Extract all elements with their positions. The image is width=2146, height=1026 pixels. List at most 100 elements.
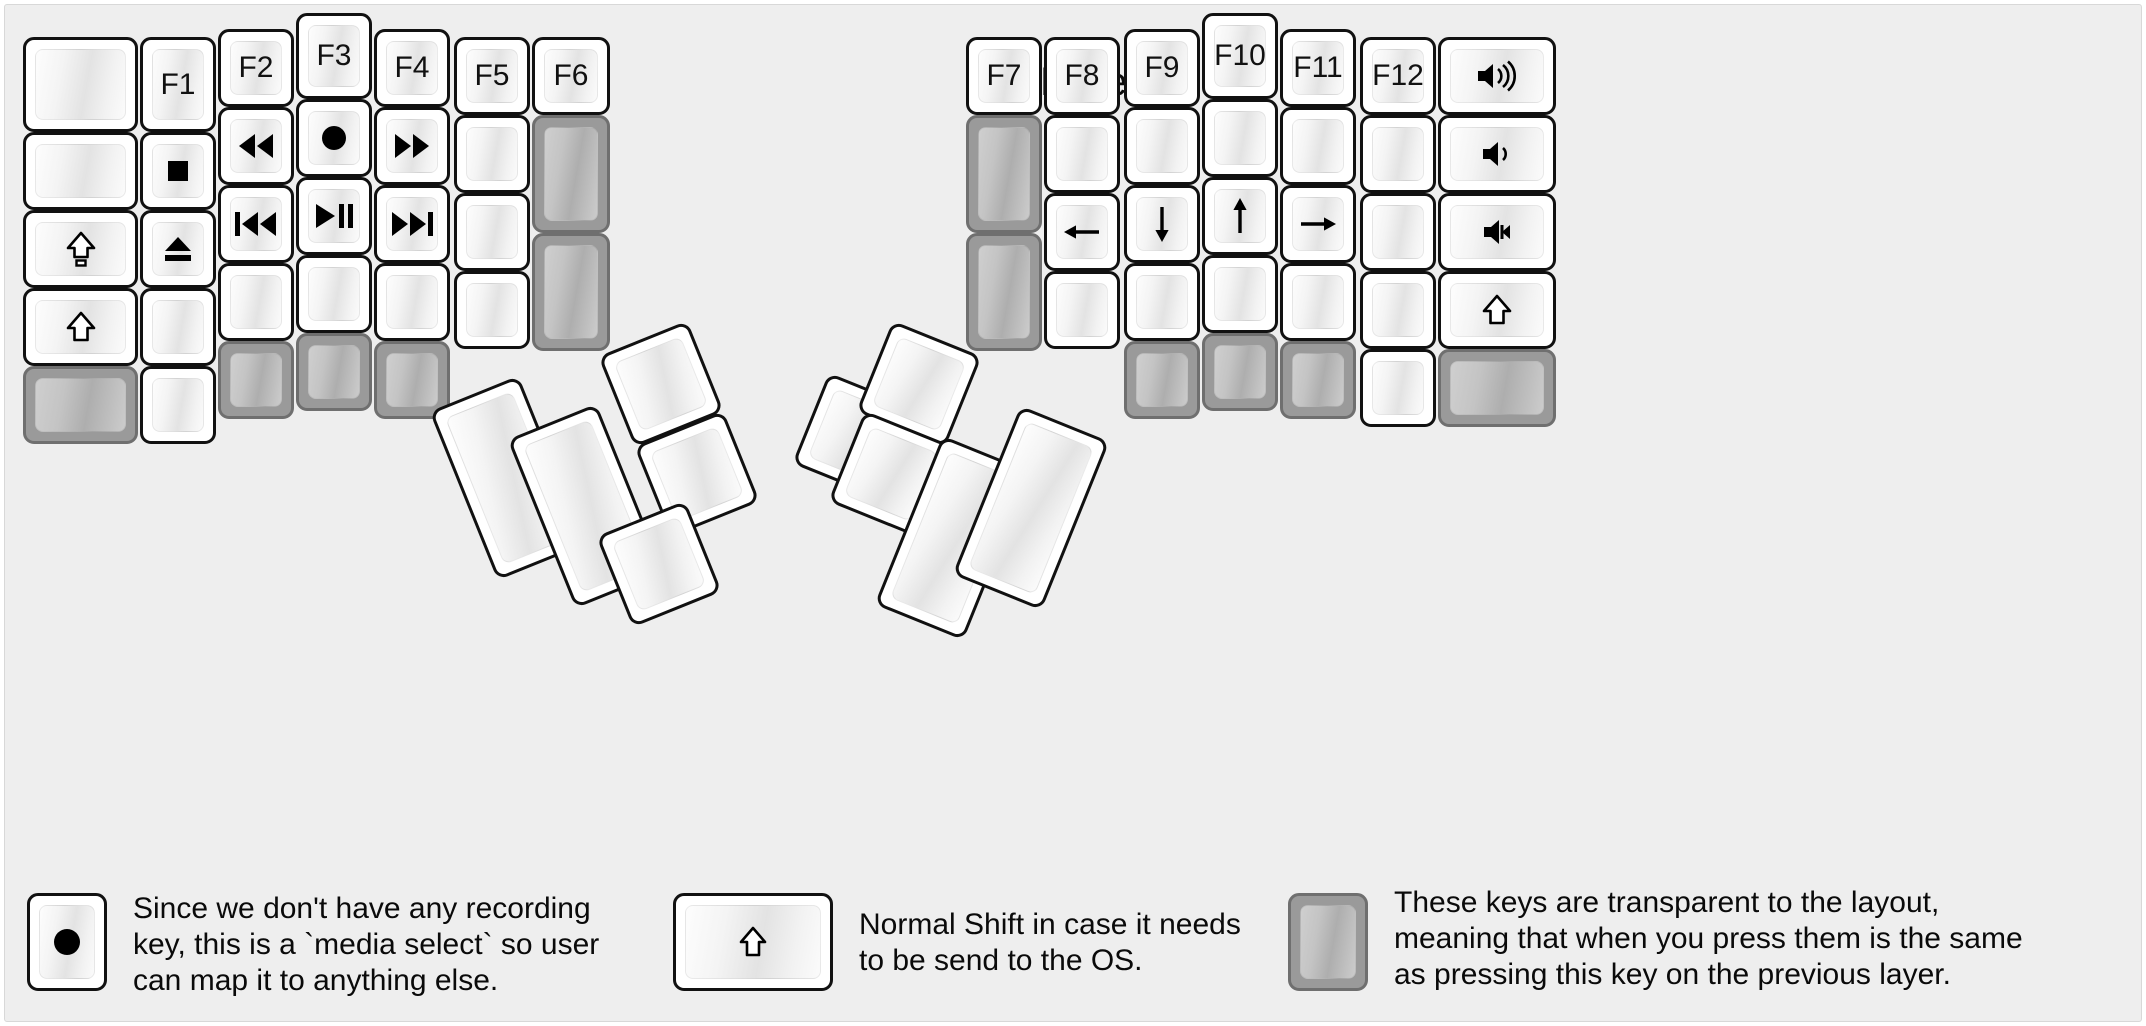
key-r-c7-r5[interactable] bbox=[1438, 349, 1556, 427]
key-cap bbox=[1056, 127, 1108, 181]
key-cap bbox=[35, 144, 126, 198]
key-r-c4-r3[interactable] bbox=[1202, 177, 1278, 255]
key-l-c7-r2[interactable] bbox=[532, 115, 610, 233]
key-r-c6-r3[interactable] bbox=[1360, 193, 1436, 271]
legend-text-transparent: These keys are transparent to the layout… bbox=[1394, 886, 2023, 991]
key-cap bbox=[1214, 189, 1266, 243]
key-r-c1-r2[interactable] bbox=[966, 115, 1042, 233]
key-l-c7-r1[interactable]: F6 bbox=[532, 37, 610, 115]
key-l-c5-r3[interactable] bbox=[374, 185, 450, 263]
key-cap bbox=[1292, 353, 1344, 407]
key-l-c3-r1[interactable]: F2 bbox=[218, 29, 294, 107]
key-l-c6-r1[interactable]: F5 bbox=[454, 37, 530, 115]
key-l-c4-r3[interactable] bbox=[296, 177, 372, 255]
key-l-c5-r2[interactable] bbox=[374, 107, 450, 185]
key-r-c6-r2[interactable] bbox=[1360, 115, 1436, 193]
key-l-c2-r4[interactable] bbox=[140, 288, 216, 366]
key-r-c1-r3[interactable] bbox=[966, 233, 1042, 351]
key-cap bbox=[978, 127, 1030, 221]
key-l-c7-r3[interactable] bbox=[532, 233, 610, 351]
legend-item-record: Since we don't have any recording key, t… bbox=[27, 892, 600, 999]
key-cap bbox=[35, 222, 126, 276]
arrow-left-icon bbox=[1064, 225, 1099, 239]
key-r-c3-r5[interactable] bbox=[1124, 341, 1200, 419]
key-r-c7-r4[interactable] bbox=[1438, 271, 1556, 349]
key-l-c4-r4[interactable] bbox=[296, 255, 372, 333]
key-r-c3-r4[interactable] bbox=[1124, 263, 1200, 341]
key-r-c4-r2[interactable] bbox=[1202, 99, 1278, 177]
key-l-c2-r3[interactable] bbox=[140, 210, 216, 288]
key-cap: F3 bbox=[308, 25, 360, 87]
key-r-c5-r2[interactable] bbox=[1280, 107, 1356, 185]
key-l-c3-r3[interactable] bbox=[218, 185, 294, 263]
key-r-c5-r4[interactable] bbox=[1280, 263, 1356, 341]
key-r-c5-r1[interactable]: F11 bbox=[1280, 29, 1356, 107]
key-l-c1-r5[interactable] bbox=[23, 366, 138, 444]
key-l-c2-r5[interactable] bbox=[140, 366, 216, 444]
key-label: F4 bbox=[394, 51, 430, 84]
key-l-c6-r3[interactable] bbox=[454, 193, 530, 271]
key-r-c3-r3[interactable] bbox=[1124, 185, 1200, 263]
key-l-c6-r4[interactable] bbox=[454, 271, 530, 349]
key-r-c7-r2[interactable] bbox=[1438, 115, 1556, 193]
key-cap bbox=[466, 283, 518, 337]
key-l-c4-r1[interactable]: F3 bbox=[296, 13, 372, 99]
key-l-c1-r4[interactable] bbox=[23, 288, 138, 366]
key-r-c3-r2[interactable] bbox=[1124, 107, 1200, 185]
key-r-c2-r3[interactable] bbox=[1044, 193, 1120, 271]
key-r-c7-r1[interactable] bbox=[1438, 37, 1556, 115]
key-l-c1-r3[interactable] bbox=[23, 210, 138, 288]
legend-item-shift: Normal Shift in case it needs to be send… bbox=[673, 893, 1241, 991]
key-cap: F1 bbox=[152, 49, 204, 120]
key-cap bbox=[152, 300, 204, 354]
key-cap: F4 bbox=[386, 41, 438, 95]
key-r-c2-r4[interactable] bbox=[1044, 271, 1120, 349]
key-cap bbox=[1292, 275, 1344, 329]
key-r-c2-r2[interactable] bbox=[1044, 115, 1120, 193]
key-r-c6-r4[interactable] bbox=[1360, 271, 1436, 349]
legend-item-transparent: These keys are transparent to the layout… bbox=[1288, 886, 2023, 993]
media-next-track-icon bbox=[392, 212, 433, 236]
key-r-c6-r1[interactable]: F12 bbox=[1360, 37, 1436, 115]
key-cap bbox=[544, 245, 598, 339]
key-l-c2-r1[interactable]: F1 bbox=[140, 37, 216, 132]
volume-up-icon bbox=[1478, 60, 1517, 92]
key-l-c3-r4[interactable] bbox=[218, 263, 294, 341]
legend-key-cap bbox=[39, 905, 95, 979]
key-r-c2-r1[interactable]: F8 bbox=[1044, 37, 1120, 115]
legend-key-cap bbox=[685, 905, 821, 979]
key-l-c5-r4[interactable] bbox=[374, 263, 450, 341]
key-cap bbox=[1292, 119, 1344, 173]
key-r-c1-r1[interactable]: F7 bbox=[966, 37, 1042, 115]
media-eject-icon bbox=[165, 237, 191, 261]
key-r-c6-r5[interactable] bbox=[1360, 349, 1436, 427]
key-cap bbox=[230, 275, 282, 329]
legend-text-record: Since we don't have any recording key, t… bbox=[133, 892, 600, 997]
key-cap bbox=[649, 426, 745, 522]
key-r-c4-r5[interactable] bbox=[1202, 333, 1278, 411]
key-r-c4-r4[interactable] bbox=[1202, 255, 1278, 333]
key-label: F12 bbox=[1372, 59, 1424, 92]
key-r-c5-r5[interactable] bbox=[1280, 341, 1356, 419]
arrow-down-icon bbox=[1155, 207, 1169, 242]
key-l-c1-r1[interactable] bbox=[23, 37, 138, 132]
record-circle-icon bbox=[54, 929, 80, 955]
key-l-c5-r5[interactable] bbox=[374, 341, 450, 419]
key-r-c7-r3[interactable] bbox=[1438, 193, 1556, 271]
key-cap bbox=[1136, 197, 1188, 251]
key-l-c4-r5[interactable] bbox=[296, 333, 372, 411]
key-l-c2-r2[interactable] bbox=[140, 132, 216, 210]
key-l-c6-r2[interactable] bbox=[454, 115, 530, 193]
key-l-c3-r2[interactable] bbox=[218, 107, 294, 185]
key-r-c3-r1[interactable]: F9 bbox=[1124, 29, 1200, 107]
shift-arrow-icon bbox=[66, 311, 95, 342]
key-l-c4-r2[interactable] bbox=[296, 99, 372, 177]
key-r-c5-r3[interactable] bbox=[1280, 185, 1356, 263]
arrow-up-icon bbox=[1233, 198, 1247, 233]
key-r-c4-r1[interactable]: F10 bbox=[1202, 13, 1278, 99]
key-l-c3-r5[interactable] bbox=[218, 341, 294, 419]
key-l-c5-r1[interactable]: F4 bbox=[374, 29, 450, 107]
key-l-c1-r2[interactable] bbox=[23, 132, 138, 210]
key-cap bbox=[1450, 283, 1544, 337]
